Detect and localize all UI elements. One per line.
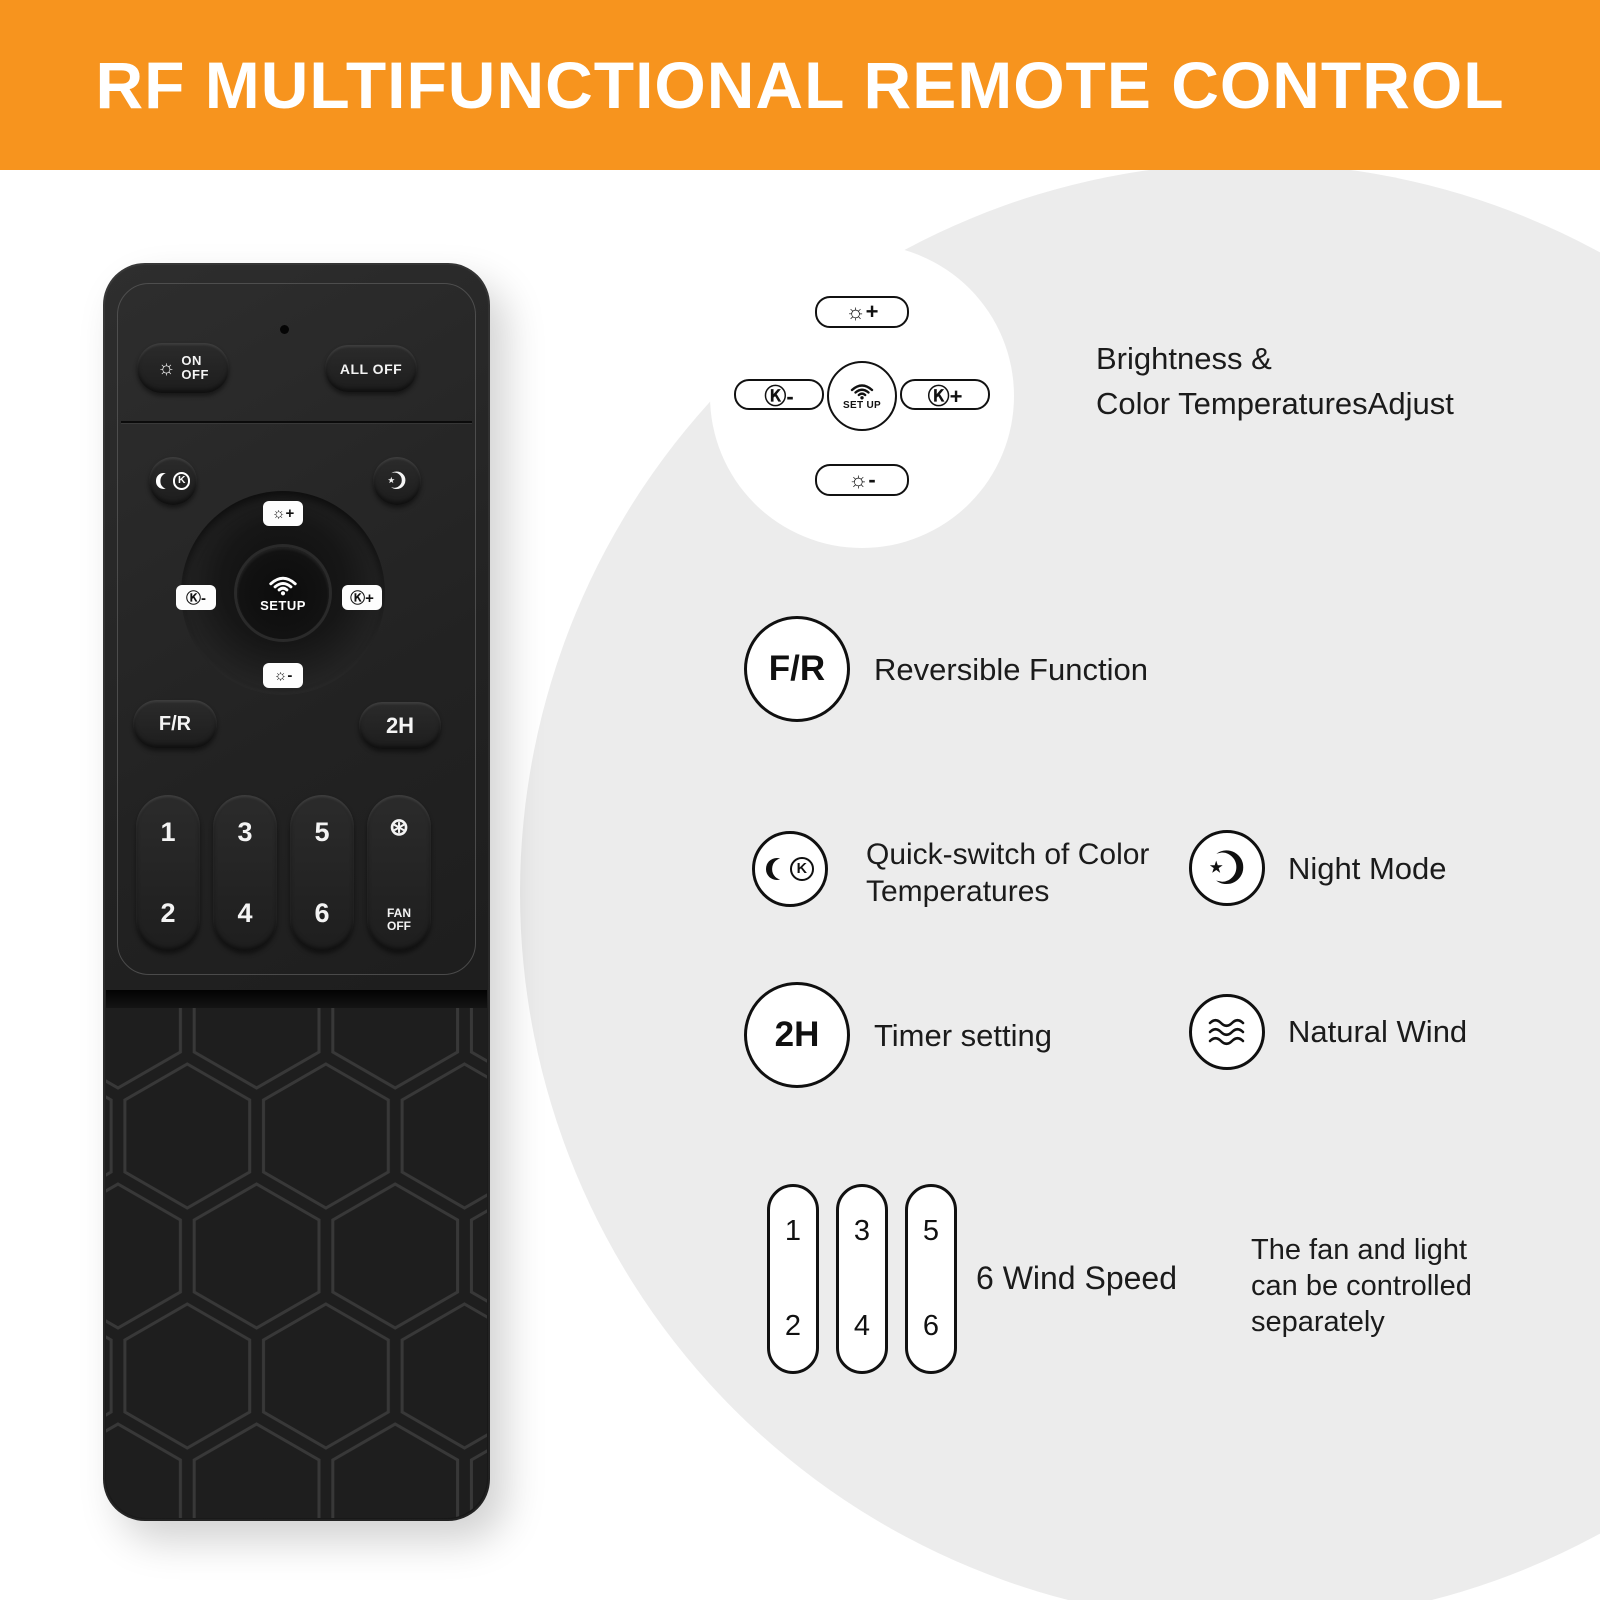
ir-led <box>280 325 289 334</box>
brightness-diagram: ☼+ Ⓚ- SET UP Ⓚ+ ☼- <box>710 244 1014 548</box>
wind-waves-icon <box>1208 1018 1245 1046</box>
timer-feature-label: Timer setting <box>874 1018 1053 1053</box>
color-temp-icon: K <box>156 472 191 490</box>
hexagon-texture <box>106 1008 487 1518</box>
quick-switch-feature-label: Quick-switch of Color Temperatures <box>866 838 1150 908</box>
speed-5-label: 5 <box>314 817 330 847</box>
temp-up-diagram-button: Ⓚ+ <box>900 379 990 410</box>
temp-down-diagram-button: Ⓚ- <box>734 379 824 410</box>
crescent-icon <box>156 473 172 489</box>
speed-6-label: 6 <box>314 898 330 928</box>
setup-diagram-button: SET UP <box>827 361 897 431</box>
color-temp-quick-button: K <box>149 457 197 505</box>
night-mode-badge: ☪ <box>1189 830 1265 906</box>
moon-star-icon: ☪ <box>1206 842 1248 894</box>
speed-1-2-button: 1 2 <box>136 795 200 951</box>
timer-2h-button: 2H <box>359 702 441 749</box>
wind-speed-pill-5-6: 5 6 <box>905 1184 957 1374</box>
natural-wind-fan-off-button: ⊛ FAN OFF <box>367 795 431 951</box>
brightness-feature-label: Brightness & Color TemperaturesAdjust <box>1096 341 1454 421</box>
panel-seam <box>121 421 472 423</box>
night-mode-feature-label: Night Mode <box>1288 851 1447 886</box>
wifi-icon <box>269 576 297 595</box>
speed-5-6-button: 5 6 <box>290 795 354 951</box>
color-temp-icon: K <box>766 857 814 881</box>
page-title: RF MULTIFUNCTIONAL REMOTE CONTROL <box>95 48 1505 122</box>
off-label: OFF <box>181 367 209 382</box>
separate-control-note: The fan and light can be controlled sepa… <box>1251 1234 1472 1338</box>
remote-control: ☼ ON OFF ALL OFF K ☪ ☼+ Ⓚ- Ⓚ+ ☼- SETUP <box>103 263 490 1521</box>
color-temp-badge: K <box>752 831 828 907</box>
direction-pad: ☼+ Ⓚ- Ⓚ+ ☼- SETUP <box>176 491 385 695</box>
speed-4-label: 4 <box>237 898 253 928</box>
on-off-button: ☼ ON OFF <box>137 343 229 393</box>
brightness-up-button: ☼+ <box>263 501 303 526</box>
speed-3-4-button: 3 4 <box>213 795 277 951</box>
brightness-down-button: ☼- <box>263 663 303 688</box>
grip-texture-area <box>106 1008 487 1518</box>
brightness-up-diagram-button: ☼+ <box>815 296 909 328</box>
night-mode-button: ☪ <box>373 457 421 505</box>
natural-wind-feature-label: Natural Wind <box>1288 1014 1468 1049</box>
fan-icon: ⊛ <box>388 814 410 841</box>
setup-label: SETUP <box>260 597 306 613</box>
speed-1-label: 1 <box>160 817 176 847</box>
circled-k-icon: K <box>173 472 191 490</box>
wind-speed-pill-1-2: 1 2 <box>767 1184 819 1374</box>
all-off-button: ALL OFF <box>325 345 417 392</box>
temp-down-button: Ⓚ- <box>176 585 216 610</box>
gloss-strip <box>106 990 487 1008</box>
temp-up-button: Ⓚ+ <box>342 585 382 610</box>
natural-wind-badge <box>1189 994 1265 1070</box>
reverse-button: F/R <box>133 700 217 748</box>
remote-upper-panel <box>117 283 476 975</box>
speed-3-label: 3 <box>237 817 253 847</box>
reversible-feature-label: Reversible Function <box>874 652 1148 687</box>
header-banner: RF MULTIFUNCTIONAL REMOTE CONTROL <box>0 0 1600 170</box>
on-off-labels: ON OFF <box>181 354 209 382</box>
timer-badge: 2H <box>744 982 850 1088</box>
fan-off-label: FAN OFF <box>387 906 411 933</box>
circled-k-icon: K <box>789 857 814 881</box>
on-label: ON <box>181 353 202 368</box>
sun-icon: ☼ <box>157 357 176 379</box>
wifi-icon <box>850 383 874 399</box>
brightness-down-diagram-button: ☼- <box>815 464 909 496</box>
wind-speed-feature-label: 6 Wind Speed <box>976 1260 1178 1296</box>
speed-2-label: 2 <box>160 898 176 928</box>
setup-button: SETUP <box>237 547 329 639</box>
crescent-icon <box>766 858 788 880</box>
reversible-badge: F/R <box>744 616 850 722</box>
moon-star-icon: ☪ <box>386 467 408 495</box>
wind-speed-pill-3-4: 3 4 <box>836 1184 888 1374</box>
set-up-label: SET UP <box>843 399 881 411</box>
